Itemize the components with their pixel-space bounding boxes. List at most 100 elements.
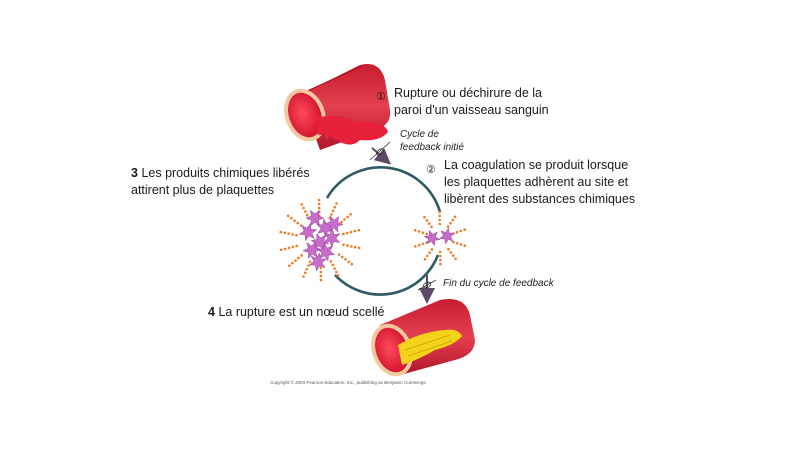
chemical-dot: [451, 218, 455, 222]
chemical-dot: [427, 222, 431, 225]
chemical-dot: [439, 254, 442, 258]
chemical-dot: [345, 231, 349, 235]
chemical-dot: [438, 222, 442, 226]
chemical-dot: [300, 254, 303, 257]
chemical-dot: [357, 246, 361, 250]
platelet: [438, 227, 456, 245]
step-1-marker: ①: [376, 91, 386, 103]
chemical-dot: [336, 274, 340, 277]
chemical-dot: [340, 220, 343, 224]
step-1-label: ①: [376, 88, 386, 106]
chemical-dot: [430, 248, 434, 251]
chemical-dot: [333, 267, 336, 270]
chemical-dot: [307, 264, 310, 267]
chemical-dot: [304, 210, 307, 213]
chemical-dot: [305, 213, 309, 217]
platelet: [316, 242, 336, 262]
chemical-dot: [453, 215, 457, 219]
chemical-dot: [449, 251, 453, 254]
chemical-dot: [305, 267, 309, 271]
chemical-dot: [279, 248, 283, 252]
chemical-dot: [463, 228, 466, 231]
chemical-dot: [303, 271, 307, 275]
chemical-dot: [459, 229, 463, 233]
chemical-dot: [297, 256, 300, 260]
chemical-dot: [279, 230, 283, 234]
chemical-dot: [291, 261, 294, 265]
chemical-dot: [295, 233, 298, 237]
chemical-dot: [449, 222, 452, 225]
chemical-dot: [350, 245, 353, 248]
step-2-text: La coagulation se produit lorsque les pl…: [444, 158, 636, 206]
platelet: [298, 222, 318, 242]
chemical-dot: [337, 253, 341, 256]
chemical-dot: [421, 231, 425, 234]
chemical-dot: [291, 233, 294, 236]
chemical-dot: [439, 262, 442, 266]
chemical-dot: [423, 215, 426, 219]
chemical-dot: [459, 243, 463, 246]
chemical-dot: [286, 214, 290, 218]
chemical-dot: [319, 274, 323, 278]
chemical-dot: [438, 250, 442, 254]
chemical-dot: [335, 202, 338, 205]
platelet: [305, 209, 325, 227]
chemical-dot: [294, 259, 297, 262]
chemical-dot: [342, 232, 345, 236]
chemical-dot: [317, 198, 321, 202]
chemical-dot: [463, 244, 467, 247]
chemical-dot: [349, 213, 353, 216]
chemical-dot: [413, 229, 417, 232]
step-4-marker: 4: [208, 305, 215, 319]
ruptured-vessel-illustration: [284, 64, 391, 150]
platelet-cluster-small: [413, 210, 467, 266]
chemical-dot: [319, 270, 323, 274]
chemical-dot: [353, 229, 357, 233]
feedback-loop: [325, 166, 442, 296]
chemical-dot: [302, 206, 305, 210]
chemical-dot: [417, 230, 421, 233]
chemical-dot: [283, 247, 287, 251]
chemical-dot: [302, 275, 305, 278]
chemical-dot: [414, 245, 417, 248]
platelet: [308, 252, 328, 272]
chemical-dot: [454, 257, 457, 261]
chemical-dot: [447, 247, 450, 251]
chemical-dot: [319, 278, 323, 282]
chemical-dot: [331, 263, 335, 267]
chemical-dot: [350, 262, 354, 266]
chemical-dot: [300, 203, 304, 206]
chemical-dot: [346, 244, 349, 247]
platelet: [324, 215, 344, 233]
platelet-cluster-large: [279, 198, 361, 282]
chemical-dot: [417, 243, 421, 247]
chemical-dot: [346, 215, 349, 219]
cycle-start-annotation: Cycle de feedback initié: [400, 129, 464, 153]
chemical-dot: [317, 206, 321, 210]
chemical-dot: [295, 244, 299, 248]
chemical-dot: [317, 202, 321, 206]
chemical-dot: [354, 245, 357, 249]
chemical-dot: [425, 232, 428, 236]
chemical-dot: [333, 205, 337, 209]
cycle-start-arrow: [369, 141, 392, 165]
chemical-dot: [290, 216, 293, 220]
chemical-dot: [331, 209, 335, 213]
chemical-dot: [291, 245, 295, 249]
sealed-vessel-illustration: [371, 299, 475, 377]
chemical-dot: [423, 257, 427, 261]
chemical-dot: [426, 254, 429, 258]
step-2-marker: ②: [426, 164, 436, 176]
chemical-dot: [438, 218, 442, 222]
chemical-dot: [421, 242, 425, 246]
cycle-end-arrow: [417, 275, 437, 304]
chemical-dot: [349, 230, 353, 234]
chemical-dot: [335, 270, 338, 274]
chemical-dot: [283, 231, 287, 235]
chemical-dot: [455, 242, 459, 245]
platelet: [423, 229, 441, 247]
copyright-notice: Copyright © 2004 Pearson Education, Inc.…: [270, 380, 427, 385]
chemical-dot: [428, 251, 431, 254]
chemical-dot: [329, 260, 333, 263]
